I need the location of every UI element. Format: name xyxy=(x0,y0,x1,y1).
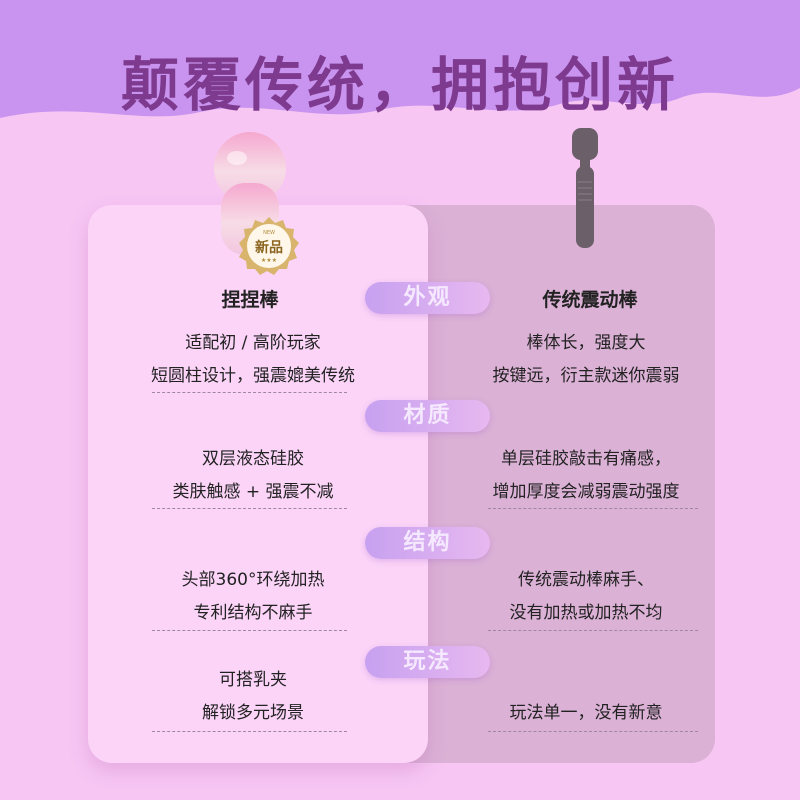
right-cell: 单层硅胶敲击有痛感， xyxy=(501,449,671,469)
new-product-title: 捏捏棒 xyxy=(221,289,279,311)
right-cell: 玩法单一，没有新意 xyxy=(509,703,663,723)
row-divider xyxy=(152,731,347,732)
row-divider xyxy=(152,508,347,509)
left-cell: 解锁多元场景 xyxy=(202,703,304,723)
category-pill-gameplay: 玩法 xyxy=(365,646,490,678)
row-divider xyxy=(488,630,698,631)
row-divider xyxy=(488,731,698,732)
traditional-title: 传统震动棒 xyxy=(542,289,638,311)
svg-text:新品: 新品 xyxy=(255,239,283,256)
category-pill-material: 材质 xyxy=(365,400,490,432)
traditional-wand-image xyxy=(572,128,598,248)
left-cell: 类肤触感 + 强震不减 xyxy=(172,482,334,502)
right-cell: 传统震动棒麻手、 xyxy=(518,570,654,590)
left-cell: 双层液态硅胶 xyxy=(202,449,304,469)
right-cell: 没有加热或加热不均 xyxy=(509,603,663,623)
left-cell: 专利结构不麻手 xyxy=(193,603,313,623)
right-cell: 按键远，衍主款迷你震弱 xyxy=(492,366,680,386)
new-product-badge: NEW 新品 ★★★ xyxy=(239,217,299,275)
left-cell: 头部360°环绕加热 xyxy=(181,570,325,590)
left-cell: 适配初 / 高阶玩家 xyxy=(185,333,321,353)
right-cell: 棒体长，强度大 xyxy=(526,333,646,353)
category-pill-structure: 结构 xyxy=(365,527,490,559)
svg-text:NEW: NEW xyxy=(263,230,275,236)
right-cell: 增加厚度会减弱震动强度 xyxy=(492,482,680,502)
left-cell: 可搭乳夹 xyxy=(219,670,287,690)
page-headline: 颠覆传统，拥抱创新 xyxy=(120,51,679,119)
left-cell: 短圆柱设计，强震媲美传统 xyxy=(151,366,355,386)
svg-text:★★★: ★★★ xyxy=(261,257,277,264)
category-pill-appearance: 外观 xyxy=(365,282,490,314)
row-divider xyxy=(152,630,347,631)
row-divider xyxy=(152,392,347,393)
row-divider xyxy=(488,508,698,509)
top-wave-banner xyxy=(0,0,800,118)
